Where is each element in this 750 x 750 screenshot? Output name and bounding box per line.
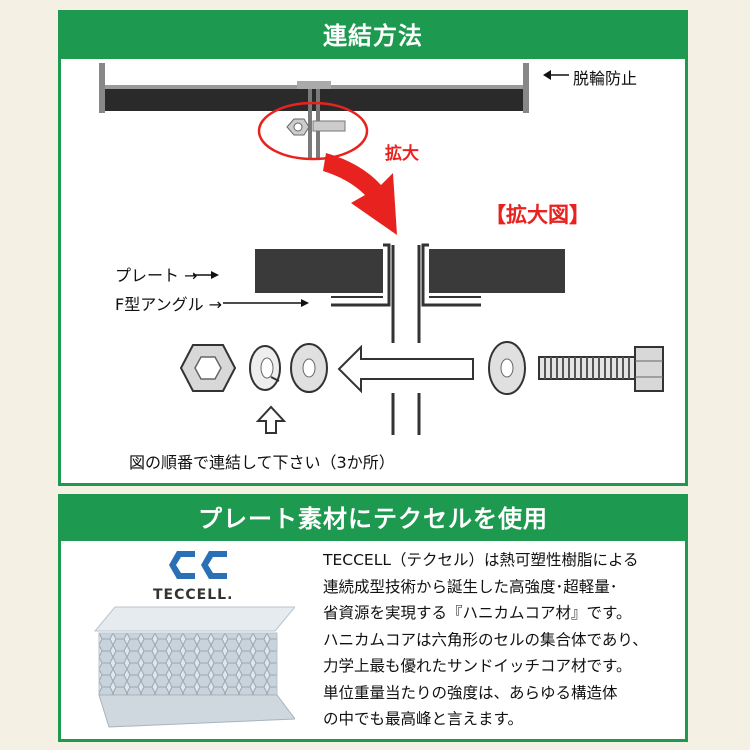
description-line: 力学上最も優れたサンドイッチコア材です。: [323, 657, 632, 675]
plate-beam: [105, 89, 523, 111]
material-panel: プレート素材にテクセルを使用 TECCELL. TECCELL（テクセル）は熱可…: [58, 494, 688, 742]
description-line: TECCELL（テクセル）は熱可塑性樹脂による: [323, 551, 639, 569]
connection-title: 連結方法: [61, 13, 685, 59]
description-line: 単位重量当たりの強度は、あらゆる構造体: [323, 683, 618, 702]
description-line: の中でも最高峰と言えます。: [323, 710, 523, 728]
center-angle: [308, 89, 312, 159]
enlarged-plate-right: [429, 249, 565, 293]
assembly-direction-arrow: [337, 344, 474, 394]
connection-panel: 連結方法: [58, 10, 688, 486]
instruction-text: 図の順番で連結して下さい（3か所）: [129, 453, 395, 472]
wheel-stop-label: 脱輪防止: [573, 69, 638, 88]
right-stop-bracket: [523, 63, 529, 113]
enlarge-arrow: [323, 153, 397, 235]
plate-label: プレート →: [115, 266, 198, 285]
description-line: 連続成型技術から誕生した高強度･超軽量･: [323, 577, 618, 596]
insert-order-arrow: [255, 405, 287, 434]
enlarged-view-label: 【拡大図】: [485, 203, 590, 227]
connection-diagram: [99, 63, 664, 435]
description-line: ハニカムコアは六角形のセルの集合体であり、: [323, 630, 648, 649]
honeycomb-board-image: [93, 606, 295, 728]
enlarge-label: 拡大: [385, 144, 419, 164]
enlarged-plate-left: [255, 249, 383, 293]
enlarge-circle: [257, 101, 369, 161]
angle-label: F型アングル →: [115, 295, 223, 314]
description-line: 省資源を実現する『ハニカムコア材』です。: [323, 604, 632, 622]
material-title: プレート素材にテクセルを使用: [61, 497, 685, 541]
material-description: TECCELL（テクセル）は熱可塑性樹脂による 連続成型技術から誕生した高強度･…: [323, 547, 673, 733]
teccell-logo-icon: [169, 551, 227, 579]
left-stop-bracket: [99, 63, 105, 113]
brand-name: TECCELL.: [153, 587, 234, 603]
